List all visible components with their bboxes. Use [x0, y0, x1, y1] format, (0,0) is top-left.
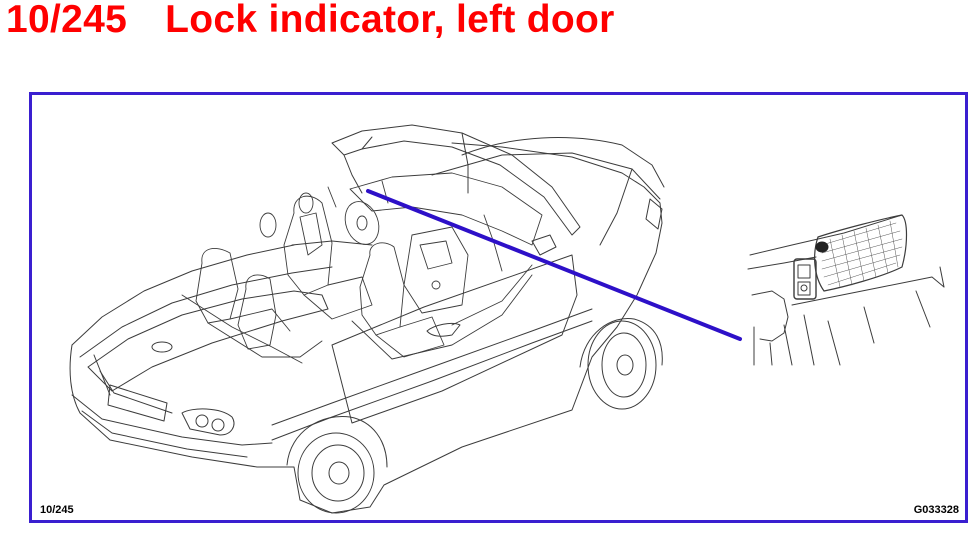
page-heading: Lock indicator, left door [165, 0, 615, 41]
lock-indicator-inset [747, 214, 945, 366]
windshield-frame [331, 124, 581, 236]
car-body [69, 137, 665, 514]
figure-frame: 10/245 G033328 [29, 92, 968, 523]
leader-line [366, 189, 742, 341]
figure-ref-label: 10/245 [40, 504, 74, 516]
figure-code: G033328 [913, 504, 959, 516]
page-title: 10/245 Lock indicator, left door [6, 0, 615, 42]
car-illustration [69, 124, 945, 514]
page-ref-number: 10/245 [6, 0, 128, 41]
car-interior [181, 172, 543, 364]
